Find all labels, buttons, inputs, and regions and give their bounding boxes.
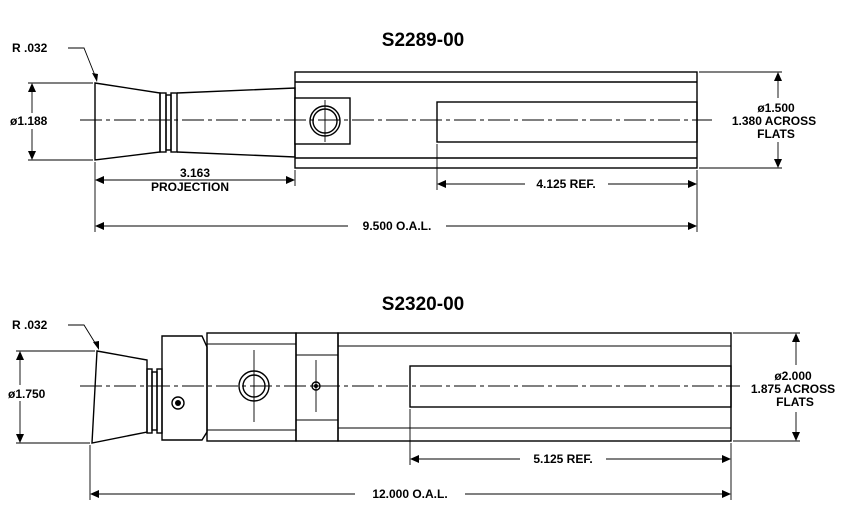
nose-diameter-label: ø1.188 [10,114,48,128]
across-flats-line2: FLATS [776,395,814,409]
part-s2320: S2320-00 [8,294,840,501]
radius-label: R .032 [12,41,48,55]
projection-value: 3.163 [180,166,210,180]
tool-outline [91,332,732,444]
shank-diameter-label: ø1.500 [757,101,795,115]
projection-label: PROJECTION [151,180,229,194]
across-flats-line1: 1.875 ACROSS [751,382,835,396]
flats-length-label: 4.125 REF. [536,177,595,191]
part-title: S2289-00 [382,30,464,51]
part-title: S2320-00 [382,294,464,315]
overall-length-label: 12.000 O.A.L. [372,487,447,501]
nose-diameter-label: ø1.750 [8,387,46,401]
across-flats-line1: 1.380 ACROSS [732,114,816,128]
overall-length-label: 9.500 O.A.L. [363,219,432,233]
across-flats-line2: FLATS [757,127,795,141]
shank-diameter-label: ø2.000 [774,369,812,383]
part-s2289: S2289-00 R .032 [10,30,835,233]
radius-label: R .032 [12,318,48,332]
flats-length-label: 5.125 REF. [533,452,592,466]
